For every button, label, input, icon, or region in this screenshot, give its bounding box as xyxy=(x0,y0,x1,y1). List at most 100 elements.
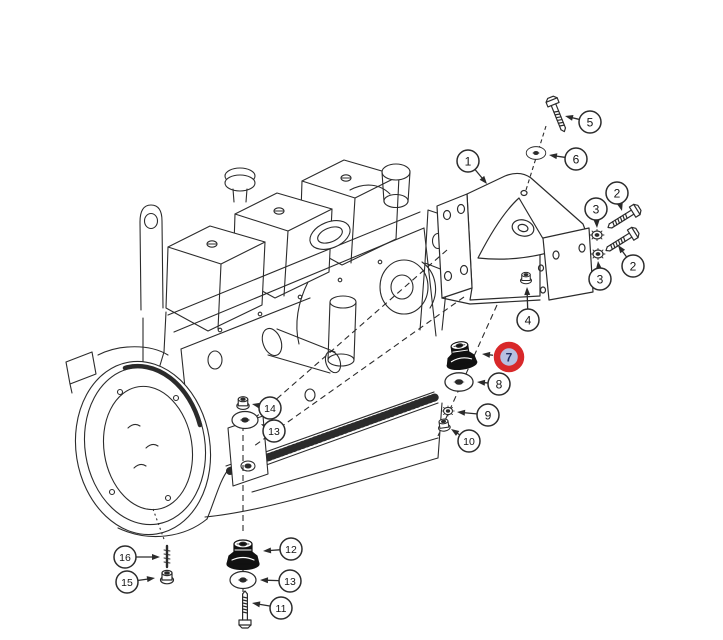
callout-arrowhead xyxy=(263,547,272,554)
callout-14[interactable]: 14 xyxy=(252,396,282,420)
lifting-bracket xyxy=(139,204,164,391)
callout-arrowhead xyxy=(479,175,487,184)
callout-number: 14 xyxy=(264,403,276,415)
callout-number: 13 xyxy=(284,576,296,588)
callout-7-highlighted[interactable]: 7 xyxy=(482,341,525,373)
exhaust-elbow xyxy=(349,184,391,195)
callout-12[interactable]: 12 xyxy=(263,537,303,561)
breather-cap xyxy=(224,167,256,203)
callout-arrowhead xyxy=(260,577,269,584)
assembly-axis-lines xyxy=(152,125,547,592)
callout-1[interactable]: 1 xyxy=(456,149,487,184)
callout-circle xyxy=(621,254,645,278)
leader-dash-line xyxy=(253,296,465,447)
callout-5[interactable]: 5 xyxy=(565,110,602,134)
cylinder-head xyxy=(167,211,425,350)
callout-arrowhead xyxy=(152,554,160,560)
leader-dash-line xyxy=(247,249,448,425)
callout-8[interactable]: 8 xyxy=(477,372,511,396)
block-boss-small xyxy=(304,388,316,402)
bolt-5 xyxy=(544,94,571,135)
callout-arrowhead xyxy=(595,261,602,270)
callout-number: 10 xyxy=(463,436,475,448)
callout-2[interactable]: 2 xyxy=(605,181,629,211)
callout-circle xyxy=(113,545,137,569)
washer-8 xyxy=(444,372,474,392)
callout-number: 8 xyxy=(496,377,503,391)
callout-arrowhead xyxy=(477,379,486,386)
bolt-2a xyxy=(604,202,644,234)
leader-dash-line xyxy=(152,508,166,543)
callout-arrowhead xyxy=(457,409,466,416)
callout-number: 3 xyxy=(593,202,600,216)
nut-15 xyxy=(159,569,175,585)
callout-arrowhead xyxy=(482,351,491,358)
callout-number: 12 xyxy=(285,544,297,556)
callout-3[interactable]: 3 xyxy=(588,261,612,291)
callout-circle xyxy=(476,403,500,427)
callout-16[interactable]: 16 xyxy=(113,545,160,569)
engine-illustration xyxy=(65,159,453,538)
callout-arrowhead xyxy=(618,245,626,254)
callout-number: 15 xyxy=(121,577,133,589)
air-intake-cylinder xyxy=(381,163,411,209)
callout-arrowhead xyxy=(146,576,155,583)
callout-circle xyxy=(279,537,303,561)
callout-number: 7 xyxy=(506,350,513,364)
washer-13-upper xyxy=(231,410,259,430)
callout-number: 13 xyxy=(268,426,280,438)
washer-13-lower xyxy=(229,570,257,590)
callout-number: 6 xyxy=(573,152,580,166)
oil-filter xyxy=(327,295,357,367)
callout-13[interactable]: 13 xyxy=(261,419,286,443)
starter-motor xyxy=(261,327,342,374)
leader-dash-line xyxy=(437,304,498,437)
callout-circle xyxy=(269,596,293,620)
callout-circle xyxy=(516,308,540,332)
callout-number: 2 xyxy=(614,186,621,200)
stud-16 xyxy=(163,544,171,569)
callout-number: 3 xyxy=(597,272,604,286)
rubber-mount-7 xyxy=(443,339,479,372)
callout-arrowhead xyxy=(565,114,574,121)
callout-6[interactable]: 6 xyxy=(549,147,588,171)
block-boss xyxy=(207,350,223,370)
callout-arrowhead xyxy=(524,287,531,296)
callout-circle xyxy=(605,181,629,205)
callout-circle xyxy=(258,396,282,420)
callout-3[interactable]: 3 xyxy=(584,197,608,228)
callout-15[interactable]: 15 xyxy=(115,570,155,594)
callout-4[interactable]: 4 xyxy=(516,287,540,332)
callout-arrowhead xyxy=(451,429,460,436)
callout-number: 5 xyxy=(587,115,594,129)
callout-10[interactable]: 10 xyxy=(451,429,481,453)
nut-4 xyxy=(519,271,533,285)
dipstick-tube xyxy=(296,281,309,345)
callout-9[interactable]: 9 xyxy=(457,403,500,427)
callout-circle xyxy=(588,267,612,291)
mount-bracket-illustration xyxy=(436,172,594,305)
callout-number: 9 xyxy=(485,408,492,422)
callout-2[interactable]: 2 xyxy=(618,245,645,278)
callout-number: 16 xyxy=(119,552,131,564)
washer-6 xyxy=(525,146,547,160)
callout-13[interactable]: 13 xyxy=(260,569,302,593)
callout-11[interactable]: 11 xyxy=(252,596,293,620)
callout-number: 11 xyxy=(276,603,287,615)
callout-arrowhead xyxy=(549,153,558,160)
callout-circle xyxy=(584,197,608,221)
lock-washer-3a xyxy=(589,228,605,242)
nut-10 xyxy=(436,417,452,433)
bolt-11 xyxy=(238,590,252,629)
side-flange-oval xyxy=(309,220,351,250)
nut-14 xyxy=(236,396,250,411)
callout-number: 1 xyxy=(465,154,472,168)
callout-number: 2 xyxy=(630,259,637,273)
callout-circle xyxy=(115,570,139,594)
callout-circle xyxy=(262,419,286,443)
rubber-mount-12 xyxy=(226,539,260,571)
callout-arrowhead xyxy=(252,601,261,608)
lock-washer-3b xyxy=(590,247,606,261)
